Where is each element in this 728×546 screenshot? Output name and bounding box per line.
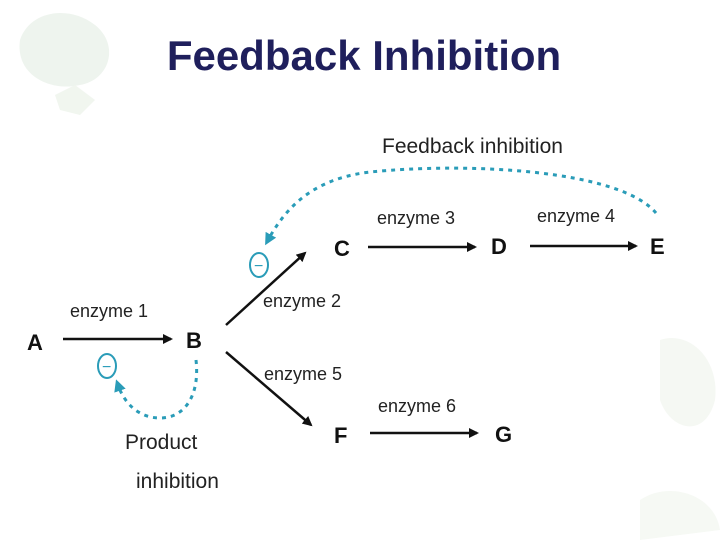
node-a: A [27, 330, 43, 355]
enzyme-1-label: enzyme 1 [70, 301, 148, 321]
feedback-inhibition-arrow [265, 166, 658, 246]
svg-text:−: − [254, 258, 263, 275]
arrow-b-to-f [225, 351, 313, 427]
product-inhibition-label-line1: Product [125, 431, 198, 454]
feedback-inhibition-label: Feedback inhibition [382, 135, 563, 158]
feedback-minus-sign: − [249, 252, 269, 278]
node-e: E [650, 234, 665, 259]
svg-text:−: − [102, 359, 111, 376]
node-f: F [334, 423, 347, 448]
enzyme-5-label: enzyme 5 [264, 364, 342, 384]
node-c: C [334, 236, 350, 261]
product-minus-sign: − [97, 353, 117, 379]
node-d: D [491, 234, 507, 259]
node-b: B [186, 328, 202, 353]
product-inhibition-arrow [114, 359, 199, 420]
enzyme-3-label: enzyme 3 [377, 208, 455, 228]
enzyme-2-label: enzyme 2 [263, 291, 341, 311]
node-g: G [495, 422, 512, 447]
slide-title: Feedback Inhibition [166, 32, 562, 79]
enzyme-4-label: enzyme 4 [537, 206, 615, 226]
enzyme-6-label: enzyme 6 [378, 396, 456, 416]
product-inhibition-label-line2: inhibition [136, 470, 219, 493]
arrow-b-to-c [225, 251, 307, 326]
